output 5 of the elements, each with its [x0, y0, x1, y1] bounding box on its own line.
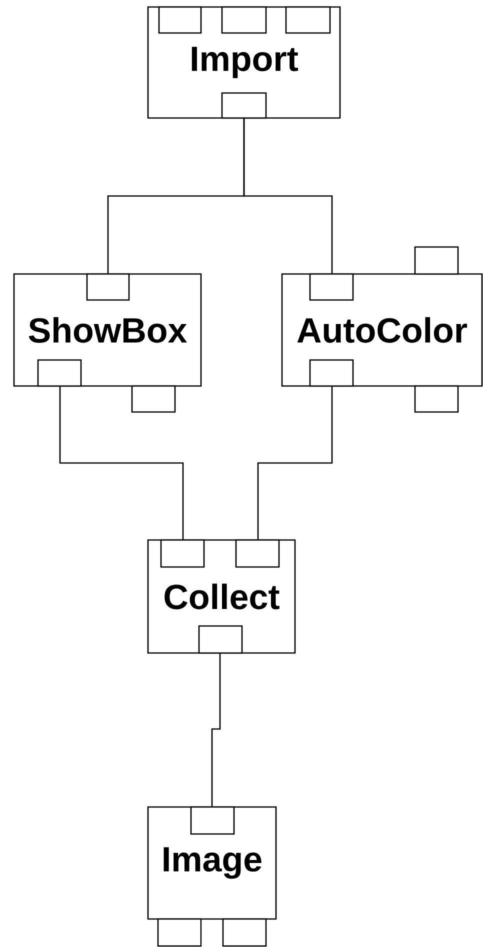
module-box: Image [147, 806, 277, 920]
connector-line [243, 118, 333, 274]
connector-line [59, 386, 184, 540]
connector-line [257, 386, 333, 540]
connector-line [211, 654, 221, 806]
